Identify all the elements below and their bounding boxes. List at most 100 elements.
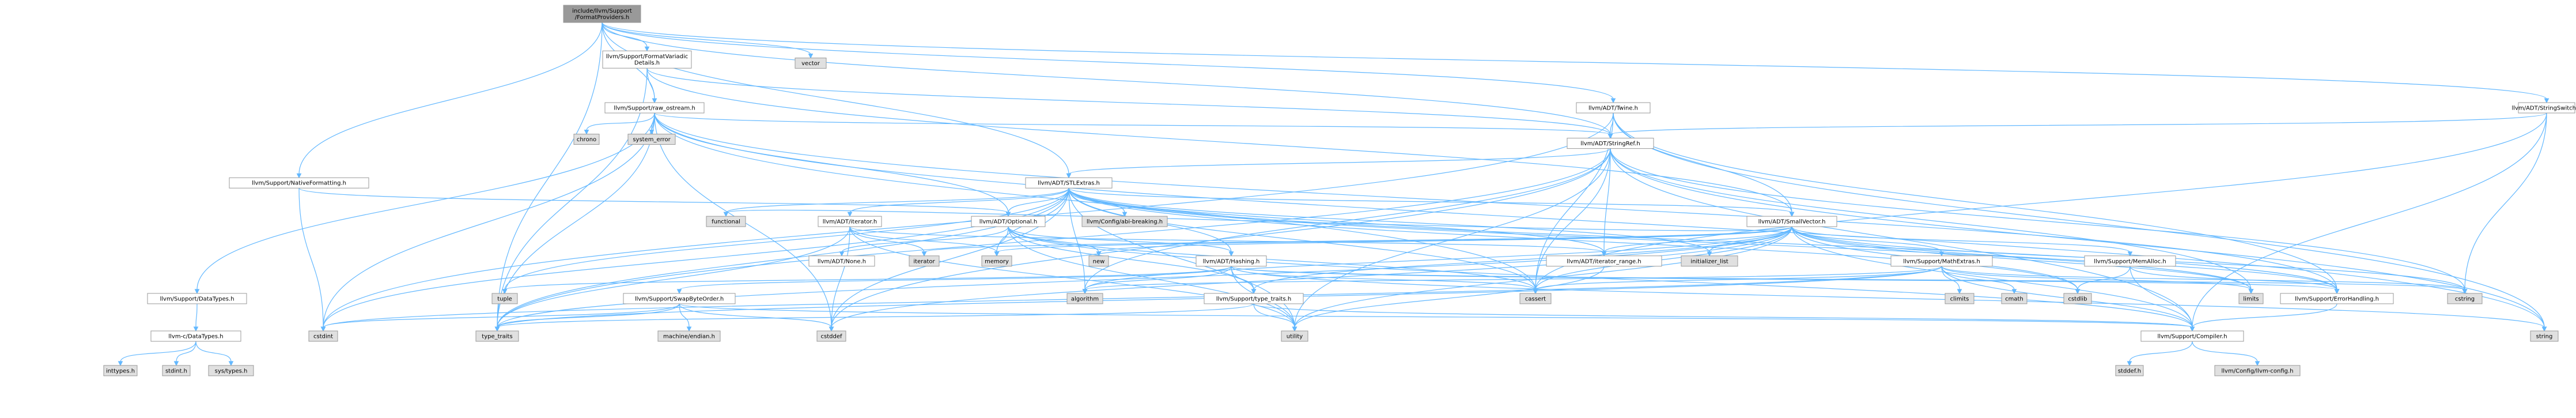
edge-smallvec-to-iterrange [1601, 226, 1792, 257]
edge-smallvec-to-new [1096, 226, 1792, 257]
node-label: string [2536, 334, 2553, 340]
edge-smallvec-to-initlist [1707, 227, 1792, 257]
node-label: system_error [633, 137, 671, 143]
node-cstdint: cstdint [308, 330, 338, 342]
node-label: llvm/Support/MathExtras.h [1903, 258, 1980, 265]
node-string: string [2530, 330, 2559, 342]
node-label: machine/endian.h [663, 334, 715, 340]
node-label: llvm/Support/type_traits.h [1216, 296, 1291, 302]
node-strswitch[interactable]: llvm/ADT/StringSwitch.h [2511, 102, 2576, 114]
node-box [1576, 102, 1651, 114]
node-box [2084, 255, 2176, 267]
edge-compiler-to-stddef [2127, 341, 2193, 366]
edge-swapbyte-to-compiler [679, 303, 2195, 332]
node-typetraits_h[interactable]: llvm/Support/type_traits.h [1204, 293, 1304, 304]
edge-strref-to-stl [1066, 148, 1611, 179]
node-box [1945, 293, 1974, 304]
node-box [1890, 255, 1993, 267]
edge-llvmctypes-to-systypes [195, 341, 234, 366]
node-label: utility [1287, 334, 1303, 340]
node-none[interactable]: llvm/ADT/None.h [808, 255, 875, 267]
edge-iter-to-cstddef [829, 227, 850, 332]
node-box [2518, 102, 2575, 114]
edge-mathext-to-cmath [1941, 266, 2017, 294]
node-opt[interactable]: llvm/ADT/Optional.h [971, 216, 1046, 227]
edge-hashing-to-typetraits_h [1231, 266, 1257, 294]
node-memalloc[interactable]: llvm/Support/MemAlloc.h [2084, 255, 2176, 267]
node-box [1746, 216, 1837, 227]
node-label: cstddef [821, 334, 842, 340]
node-label: vector [801, 61, 820, 67]
edge-root-to-vector [602, 22, 814, 59]
edge-strref-to-cstring [1610, 148, 2468, 294]
node-box [971, 216, 1046, 227]
node-label: new [1093, 258, 1105, 265]
node-abibreak: llvm/Config/abi-breaking.h [1081, 216, 1168, 227]
node-box [2214, 365, 2301, 376]
node-box [150, 330, 241, 342]
node-box [2140, 330, 2244, 342]
node-label: Details.h [634, 60, 660, 66]
edge-datatypes-to-llvmctypes [193, 303, 199, 332]
node-cmath: cmath [2001, 293, 2027, 304]
edge-swapbyte-to-cstddef [679, 303, 834, 332]
node-box [308, 330, 338, 342]
node-label: llvm/Support/ErrorHandling.h [2295, 296, 2379, 302]
edge-llvmctypes-to-stdint [173, 341, 196, 366]
edge-smallvec-to-memalloc [1791, 226, 2133, 257]
node-hashing[interactable]: llvm/ADT/Hashing.h [1196, 255, 1267, 267]
node-cstddef: cstddef [816, 330, 846, 342]
node-box [2530, 330, 2559, 342]
node-label: inttypes.h [106, 368, 135, 374]
node-label: llvm/ADT/SmallVector.h [1758, 219, 1826, 225]
edge-swapbyte-to-machineendian [679, 303, 692, 332]
node-label: llvm/Support/Compiler.h [2157, 334, 2227, 340]
node-box [1025, 177, 1113, 189]
edge-typetraits_h-to-compiler [1253, 303, 2195, 332]
node-syserr: system_error [627, 134, 676, 145]
edge-smallvec-to-functional [723, 209, 1792, 231]
node-swapbyte[interactable]: llvm/Support/SwapByteOrder.h [623, 293, 736, 304]
node-errhandling[interactable]: llvm/Support/ErrorHandling.h [2280, 293, 2394, 304]
node-functional: functional [706, 216, 746, 227]
node-llvmctypes[interactable]: llvm-c/DataTypes.h [150, 330, 241, 342]
edge-hashing-to-tuple [502, 266, 1232, 294]
node-twine[interactable]: llvm/ADT/Twine.h [1576, 102, 1651, 114]
node-climits: climits [1945, 293, 1974, 304]
node-label: llvm/Support/raw_ostream.h [614, 106, 695, 112]
node-raw[interactable]: llvm/Support/raw_ostream.h [604, 102, 705, 114]
node-stl[interactable]: llvm/ADT/STLExtras.h [1025, 177, 1113, 189]
edge-raw-to-strref [654, 112, 1613, 139]
node-label: cstdint [313, 334, 333, 340]
node-smallvec[interactable]: llvm/ADT/SmallVector.h [1746, 216, 1837, 227]
node-tuple: tuple [491, 293, 518, 304]
edge-strswitch-to-strref [1607, 112, 2547, 139]
node-type_traits: type_traits [475, 330, 519, 342]
node-box [475, 330, 519, 342]
node-label: llvm/ADT/iterator.h [823, 219, 877, 225]
node-mathext[interactable]: llvm/Support/MathExtras.h [1890, 255, 1993, 267]
node-strref[interactable]: llvm/ADT/StringRef.h [1567, 138, 1654, 149]
node-box [818, 216, 882, 227]
node-iterrange[interactable]: llvm/ADT/iterator_range.h [1546, 255, 1662, 267]
node-box [491, 293, 518, 304]
node-label: llvm/ADT/Hashing.h [1203, 258, 1260, 265]
node-cstdlib: cstdlib [2063, 293, 2092, 304]
node-label: climits [1950, 296, 1969, 302]
node-natfmt[interactable]: llvm/Support/NativeFormatting.h [229, 177, 369, 189]
node-machineendian: machine/endian.h [657, 330, 721, 342]
dependency-edges [118, 22, 2549, 366]
edge-raw-to-opt [654, 112, 1011, 217]
node-box [1204, 293, 1304, 304]
node-memory: memory [981, 255, 1012, 267]
node-box [2115, 365, 2144, 376]
node-iter[interactable]: llvm/ADT/iterator.h [818, 216, 882, 227]
node-box [602, 50, 692, 69]
node-datatypes[interactable]: llvm/Support/DataTypes.h [147, 293, 247, 304]
node-label: llvm/Config/llvm-config.h [2222, 368, 2294, 374]
edge-memalloc-to-errhandling [2129, 266, 2340, 294]
node-root[interactable]: include/llvm/Support/FormatProviders.h [563, 5, 641, 23]
node-compiler[interactable]: llvm/Support/Compiler.h [2140, 330, 2244, 342]
node-box [1281, 330, 1308, 342]
